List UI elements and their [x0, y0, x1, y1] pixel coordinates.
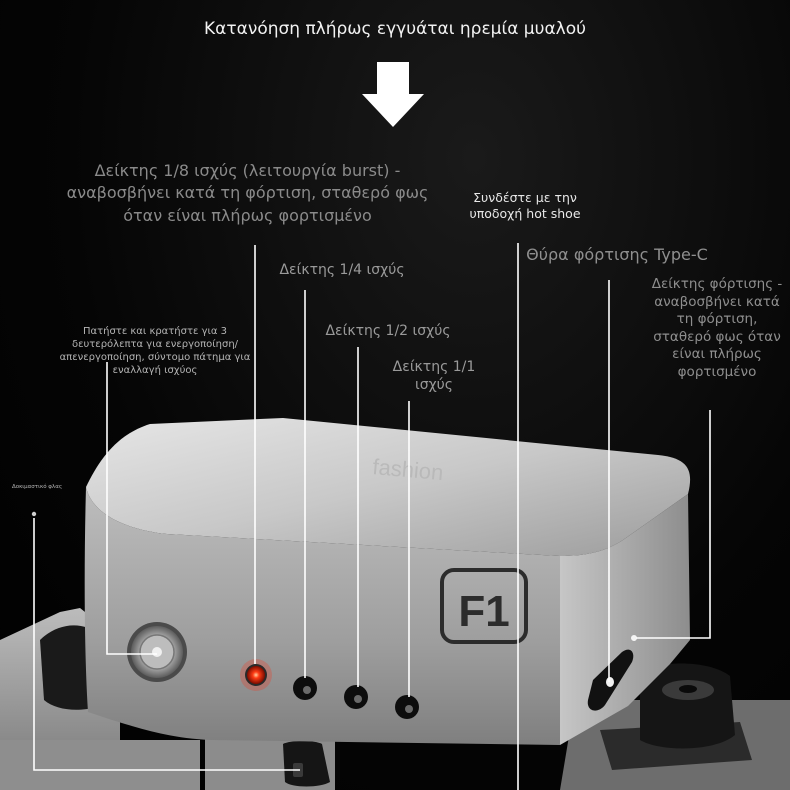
test-light-label: Δοκιμαστικό φλας — [11, 484, 63, 490]
hot-shoe-label: Συνδέστε με την υποδοχή hot shoe — [469, 190, 581, 222]
burst-indicator-label: Δείκτης 1/8 ισχύς (λειτουργία burst) - α… — [66, 161, 429, 225]
power-button[interactable] — [127, 622, 187, 682]
model-badge: F1 — [458, 587, 509, 636]
test-light-dot — [31, 511, 37, 517]
indicator-led-full — [395, 695, 419, 719]
full-indicator-label: Δείκτης 1/1 ισχύς — [392, 359, 476, 394]
indicator-led-quarter — [293, 676, 317, 700]
quarter-indicator-label: Δείκτης 1/4 ισχύς — [279, 262, 405, 278]
charge-indicator-label: Δείκτης φόρτισης - αναβοσβήνει κατά τη φ… — [651, 276, 783, 380]
page-title: Κατανόηση πλήρως εγγυάται ηρεμία μυαλού — [204, 19, 586, 39]
half-indicator-label: Δείκτης 1/2 ισχύς — [325, 323, 451, 339]
charge-led — [631, 635, 637, 641]
down-arrow-icon — [362, 62, 424, 127]
power-button-label: Πατήστε και κρατήστε για 3 δευτερόλεπτα … — [59, 326, 251, 376]
type-c-port-label: Θύρα φόρτισης Type-C — [526, 245, 708, 264]
callout-lines — [33, 243, 711, 790]
svg-text:fashion: fashion — [372, 454, 445, 485]
indicator-led-burst — [240, 659, 272, 691]
indicator-led-half — [344, 685, 368, 709]
